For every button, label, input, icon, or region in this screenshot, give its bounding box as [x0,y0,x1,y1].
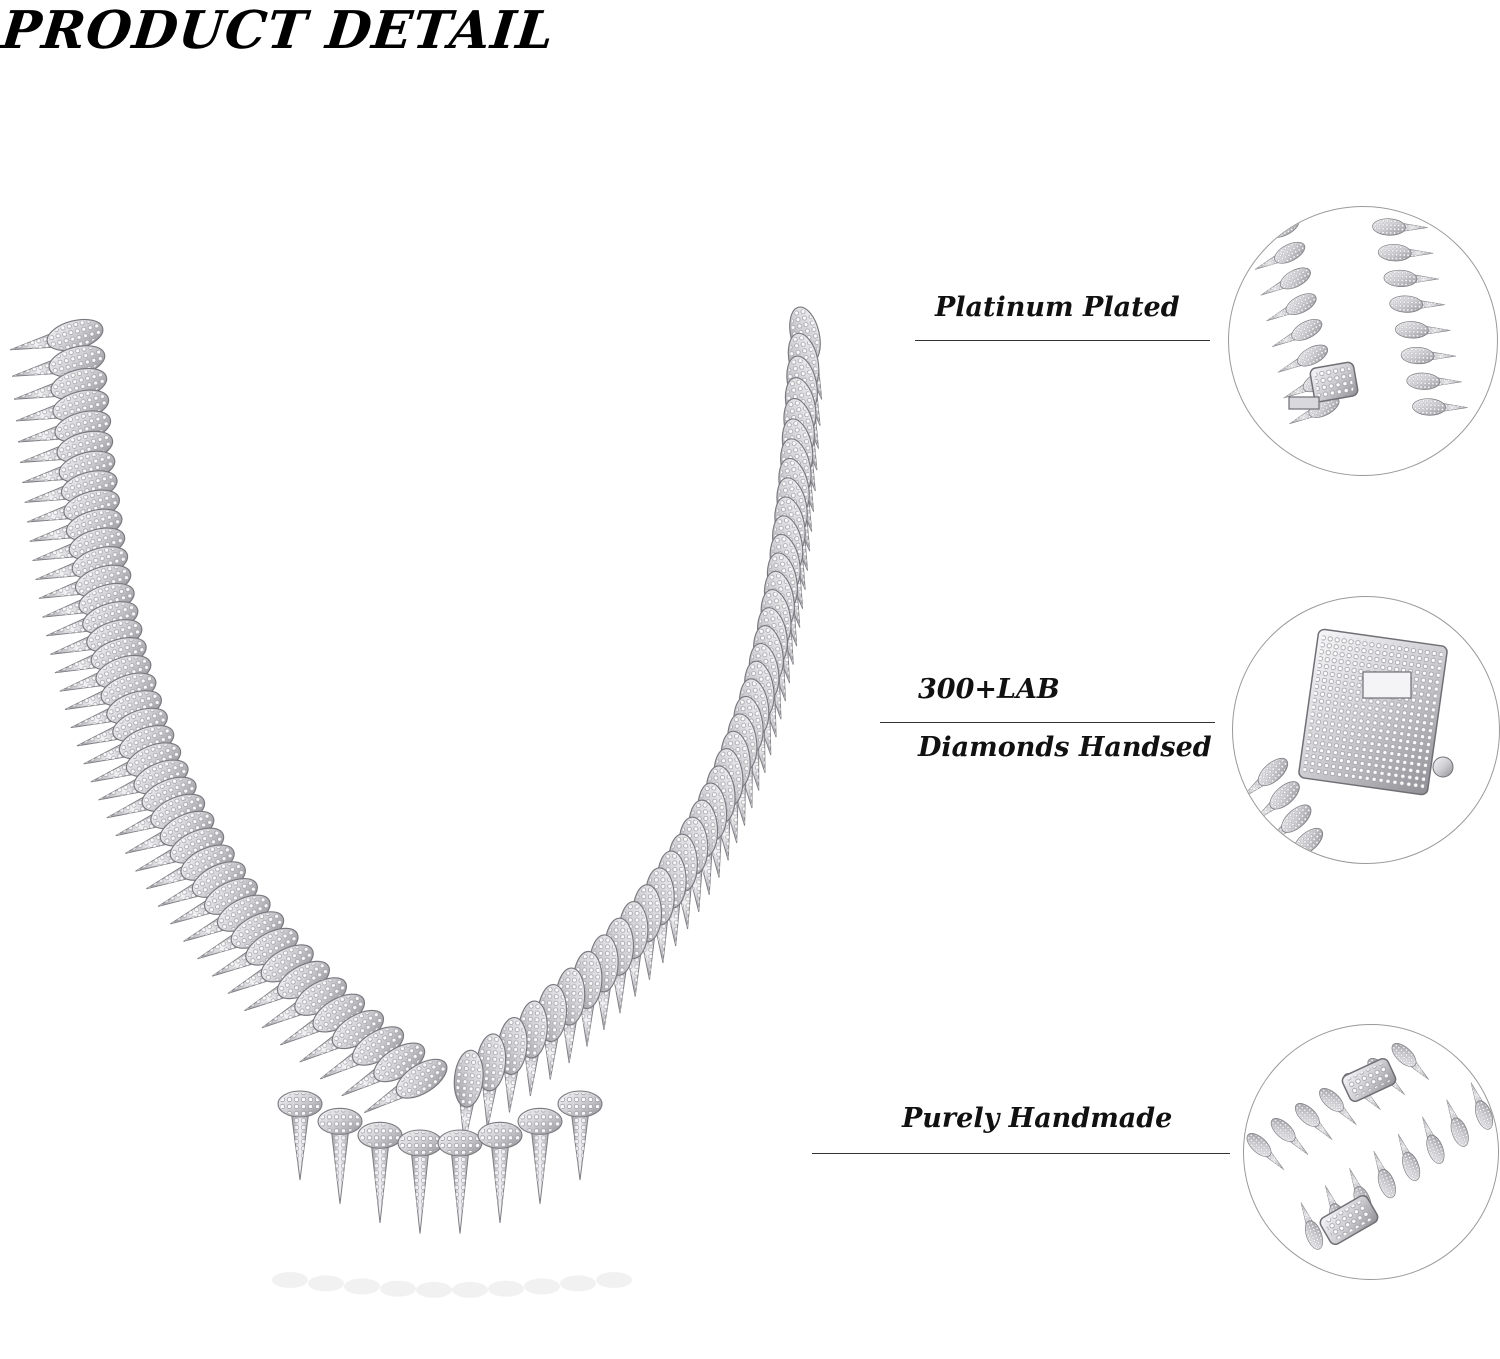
clasp [1341,1057,1397,1103]
chain-link [244,960,330,1012]
chain-links-illustration [1246,1043,1494,1250]
chain-link [24,470,118,503]
chain-link [1389,295,1445,313]
detail-circle-clasp-open [1228,206,1498,476]
callout-leader-line [880,722,1215,723]
chain-link [17,410,112,443]
clasp-open-illustration [1249,216,1468,425]
chain-link [1270,1118,1309,1155]
chain-link [197,911,285,960]
chain-link [1294,1103,1333,1140]
chain-link [1406,372,1462,390]
detail-circle-box-clasp [1232,596,1500,864]
chain-link [9,318,104,352]
callout-platinum-plated: Platinum Plated [935,292,1180,323]
chain-link [35,546,129,581]
chain-link [1246,1133,1285,1170]
chain-link [1397,1133,1421,1182]
chain-link [364,1058,448,1114]
chain-link [261,977,347,1029]
chain-link [1240,757,1289,800]
chain-link [70,690,162,729]
chain-link [59,654,152,692]
clasp [1309,361,1359,403]
chain-link [1395,321,1451,339]
chain-link [317,1107,363,1204]
chain-link [1446,1099,1469,1147]
necklace-photo [0,300,900,1355]
chain-link [183,894,271,942]
chain-link [32,527,126,562]
chain-link [1372,218,1428,236]
necklace-illustration [9,306,823,1298]
chain-link [357,1121,403,1224]
callout-purely-handmade: Purely Handmade [902,1103,1173,1134]
clasp [1319,1194,1379,1246]
chain-link [1470,1082,1494,1130]
callout-diamonds-handset: Diamonds Handsed [918,732,1212,763]
chain-link [1266,293,1317,322]
detail-circle-chain-links [1243,1024,1499,1280]
callout-leader-line [915,340,1210,341]
chain-link [437,1129,483,1234]
page-title: PRODUCT DETAIL [0,0,558,61]
clasp [1298,628,1448,796]
box-clasp-illustration [1240,628,1454,863]
chain-link [211,927,299,977]
chain-link [341,1042,426,1097]
chain-link [1300,1202,1324,1250]
chain-link [1383,269,1439,288]
chain-link [397,1129,443,1234]
chain-link [557,1090,603,1181]
chain-link [477,1121,523,1224]
chain-link [1400,346,1457,365]
chain-link [1277,344,1329,373]
chain-link [170,877,258,925]
chain-link [98,759,189,801]
chain-link [1319,1088,1357,1125]
chain-link [157,861,246,907]
chain-link [299,1009,385,1063]
chain-link [1422,1116,1445,1164]
chain-link [497,1016,528,1113]
chain-link [1412,398,1468,416]
callout-leader-line [812,1153,1230,1154]
chain-link [319,1026,405,1080]
chain-link [277,1090,323,1181]
chain-link [1377,244,1434,262]
callout-lab-count: 300+LAB [918,674,1060,705]
chain-link [1254,241,1306,270]
chain-link [1373,1150,1396,1199]
chain-link [1272,318,1323,347]
chain-link [1260,267,1311,296]
chain-link [1391,1043,1430,1080]
chain-link [476,1033,507,1129]
chain-link [517,1107,563,1204]
